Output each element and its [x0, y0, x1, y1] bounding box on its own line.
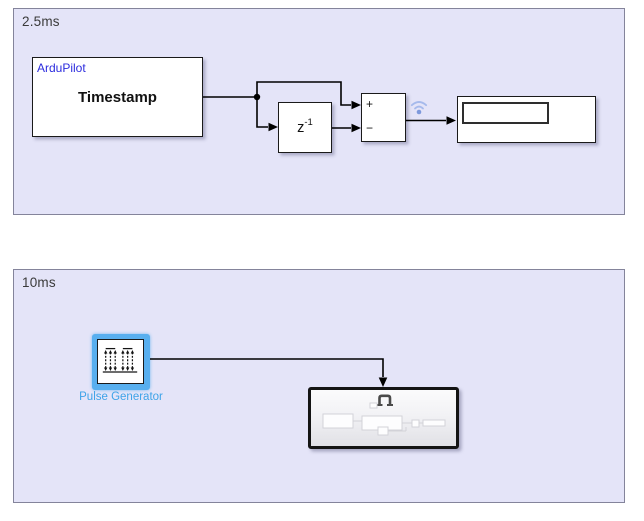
subtract-block[interactable]: + − — [361, 93, 406, 142]
trigger-port-pulse-icon — [376, 394, 393, 406]
pulse-generator-label[interactable]: Pulse Generator — [79, 391, 163, 403]
sum-minus-sign: − — [366, 121, 374, 135]
sum-plus-sign: + — [366, 97, 374, 111]
pulse-train-icon — [102, 347, 138, 373]
unit-delay-block[interactable]: z-1 — [278, 102, 332, 153]
pulse-generator-selection-highlight — [92, 334, 150, 390]
ardupilot-mask-label: ArduPilot — [37, 61, 86, 75]
timestamp-block[interactable]: ArduPilot Timestamp — [32, 57, 203, 137]
display-value-box[interactable] — [462, 102, 549, 124]
triggered-subsystem-block[interactable] — [308, 387, 459, 449]
pulse-generator-block[interactable] — [97, 339, 144, 384]
timestamp-block-name: Timestamp — [78, 88, 157, 106]
area-label-2-5ms: 2.5ms — [22, 14, 60, 29]
unit-delay-z-label: z-1 — [297, 116, 313, 136]
subsystem-content-preview — [322, 394, 446, 436]
area-label-10ms: 10ms — [22, 275, 56, 290]
display-block[interactable] — [457, 96, 596, 143]
